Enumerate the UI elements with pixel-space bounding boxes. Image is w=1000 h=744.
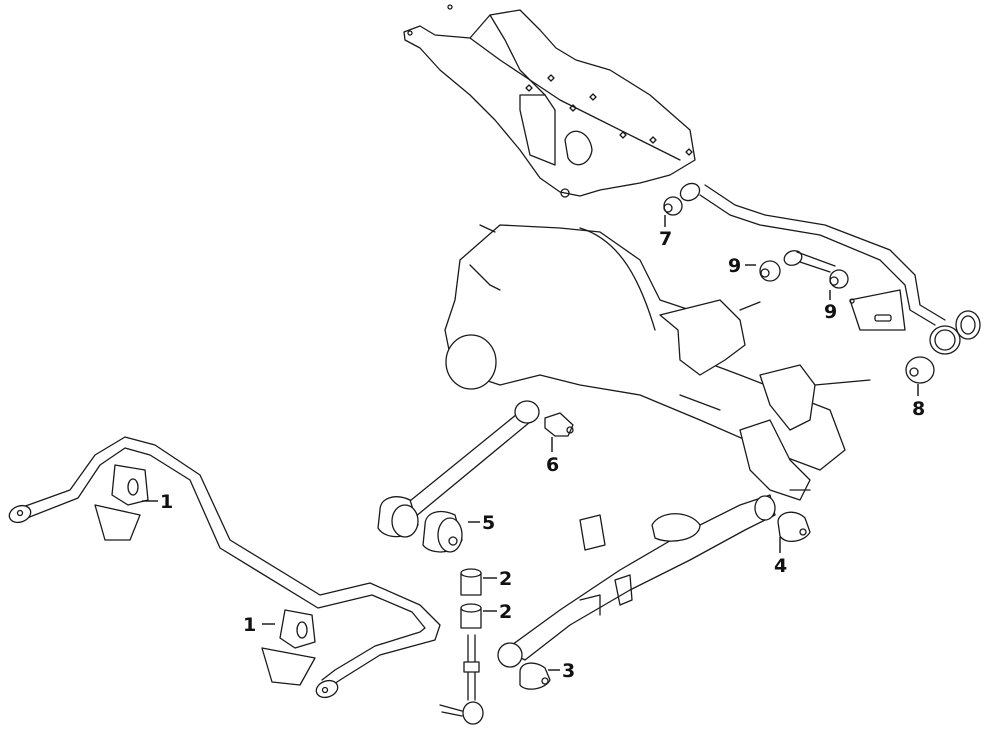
callout-2-lower: 2 bbox=[499, 601, 512, 623]
callout-1-lower: 1 bbox=[243, 614, 256, 636]
bushing-8[interactable] bbox=[905, 356, 935, 384]
bushing-9-left[interactable] bbox=[759, 260, 781, 282]
callout-5: 5 bbox=[482, 512, 495, 534]
bushing-9-right[interactable] bbox=[829, 276, 839, 286]
bushing-3[interactable] bbox=[519, 662, 551, 690]
stabilizer-bar[interactable] bbox=[7, 436, 441, 700]
callout-9-right: 9 bbox=[824, 301, 837, 323]
callout-8: 8 bbox=[912, 398, 925, 420]
bushing-8-sleeve[interactable] bbox=[955, 310, 981, 340]
callout-4: 4 bbox=[774, 555, 787, 577]
bushing-4[interactable] bbox=[777, 511, 811, 542]
lower-trailing-arm[interactable] bbox=[377, 400, 540, 538]
lateral-link[interactable] bbox=[782, 248, 849, 289]
stabilizer-bushing-upper-left[interactable] bbox=[94, 464, 149, 541]
bushing-7[interactable] bbox=[663, 196, 683, 216]
stabilizer-bushing-lower-right[interactable] bbox=[261, 609, 316, 686]
bushing-6[interactable] bbox=[544, 412, 574, 437]
callout-1-upper: 1 bbox=[160, 491, 173, 513]
callout-3: 3 bbox=[562, 660, 575, 682]
stabilizer-link[interactable] bbox=[439, 634, 484, 725]
bushing-5[interactable] bbox=[422, 511, 463, 553]
rear-axle-housing[interactable] bbox=[444, 224, 871, 501]
callout-6: 6 bbox=[546, 454, 559, 476]
rear-subframe-crossmember[interactable] bbox=[403, 4, 696, 198]
lower-control-arm[interactable] bbox=[497, 494, 776, 668]
callout-leaders bbox=[142, 215, 919, 671]
callout-9-left: 9 bbox=[728, 255, 741, 277]
upper-trailing-arm[interactable] bbox=[677, 180, 961, 355]
bushing-2-upper[interactable] bbox=[460, 568, 482, 596]
bushing-2-lower[interactable] bbox=[460, 603, 482, 629]
callout-7: 7 bbox=[659, 228, 672, 250]
callout-2-upper: 2 bbox=[499, 568, 512, 590]
